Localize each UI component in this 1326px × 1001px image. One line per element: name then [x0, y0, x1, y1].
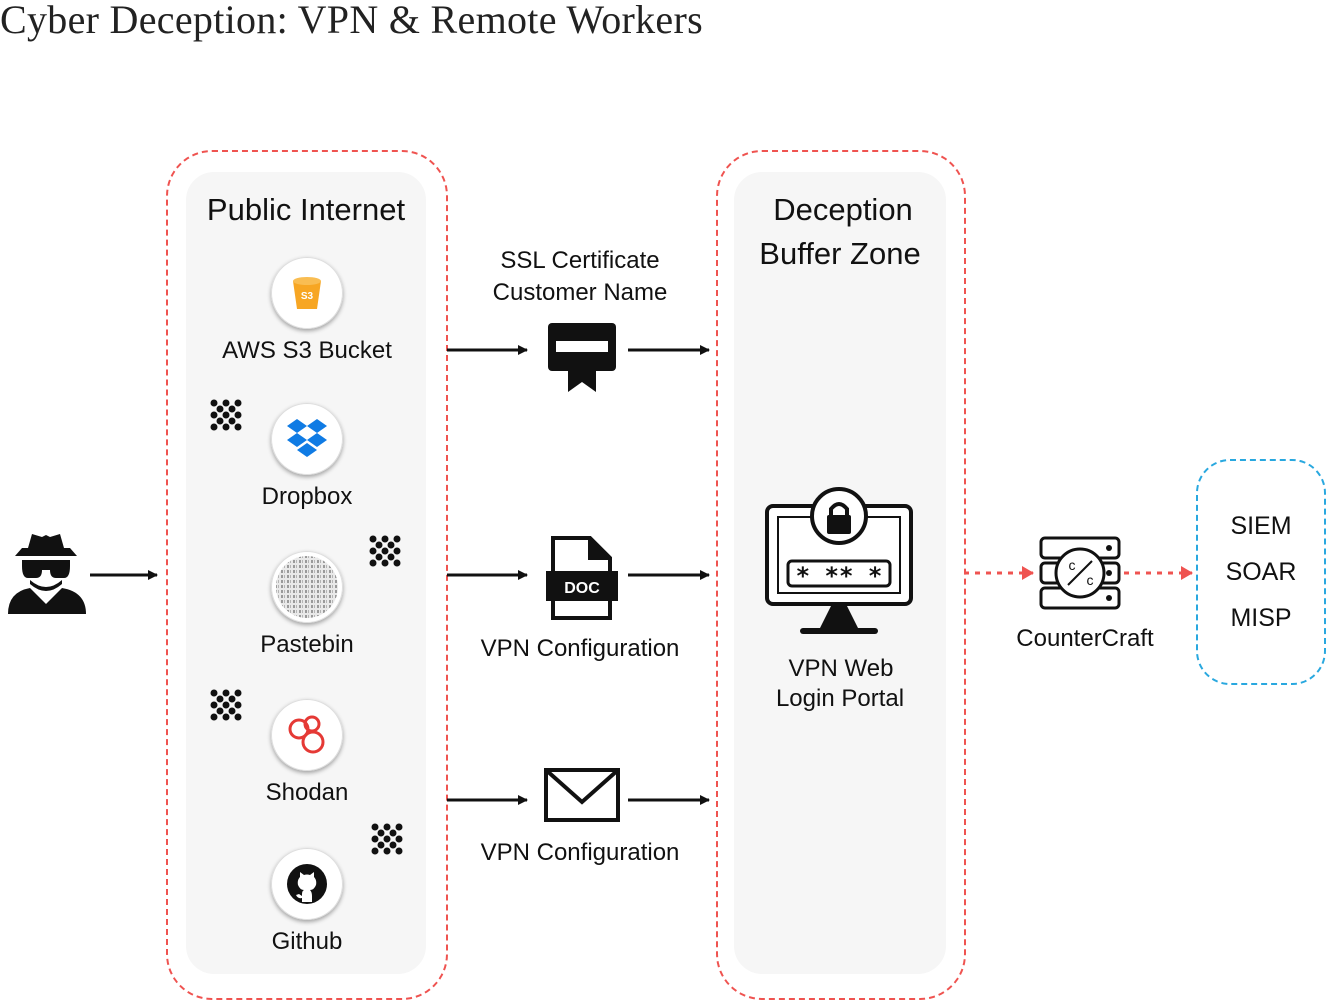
ssl-label-line2: Customer Name [492, 279, 668, 306]
ssl-label-line1: SSL Certificate [500, 247, 660, 274]
s3-bucket-icon: S3 [271, 257, 343, 329]
dropbox-icon [271, 403, 343, 475]
integration-soar: SOAR [1225, 558, 1297, 586]
deception-title-line1: Deception [773, 192, 913, 227]
source-pastebin: Pastebin [197, 551, 417, 659]
countercraft-server-icon: c c [1039, 536, 1121, 610]
doc-flow-label: VPN Configuration [480, 635, 680, 662]
honeytoken-dots-icon [210, 399, 242, 431]
source-aws-s3: S3 AWS S3 Bucket [197, 257, 417, 365]
deception-title-line2: Buffer Zone [759, 236, 921, 271]
s3-badge-text: S3 [301, 291, 314, 302]
public-internet-title: Public Internet [206, 192, 406, 227]
pastebin-icon [271, 551, 343, 623]
honeytoken-dots-icon [369, 535, 401, 567]
portal-label-line1: VPN Web [788, 655, 894, 682]
certificate-icon [548, 323, 616, 392]
page-title: Cyber Deception: VPN & Remote Workers [0, 0, 703, 42]
envelope-icon [544, 768, 620, 822]
portal-label-line2: Login Portal [775, 685, 905, 712]
source-label-github: Github [271, 928, 343, 955]
countercraft-logo-bottom: c [1087, 572, 1094, 588]
source-label-dropbox: Dropbox [261, 483, 353, 510]
source-label-pastebin: Pastebin [260, 631, 354, 658]
countercraft-label: CounterCraft [1016, 625, 1154, 652]
countercraft-logo-top: c [1069, 557, 1076, 573]
github-icon [271, 848, 343, 920]
integration-misp: MISP [1230, 604, 1292, 632]
source-dropbox: Dropbox [197, 403, 417, 511]
login-portal-monitor-icon: * ** * [765, 487, 913, 634]
integrations-box: SIEM SOAR MISP [1196, 459, 1326, 685]
deception-zone [716, 150, 966, 1000]
source-label-shodan: Shodan [265, 779, 349, 806]
doc-badge-text: DOC [564, 580, 600, 597]
password-mask-text: * ** * [796, 562, 883, 590]
integration-siem: SIEM [1230, 512, 1292, 540]
attacker-spy-icon [8, 534, 86, 614]
honeytoken-dots-icon [371, 823, 403, 855]
source-label-aws-s3: AWS S3 Bucket [222, 337, 392, 364]
source-github: Github [197, 848, 417, 956]
shodan-icon [271, 699, 343, 771]
source-shodan: Shodan [197, 699, 417, 807]
mail-flow-label: VPN Configuration [480, 839, 680, 866]
doc-file-icon: DOC [546, 536, 618, 620]
honeytoken-dots-icon [210, 689, 242, 721]
